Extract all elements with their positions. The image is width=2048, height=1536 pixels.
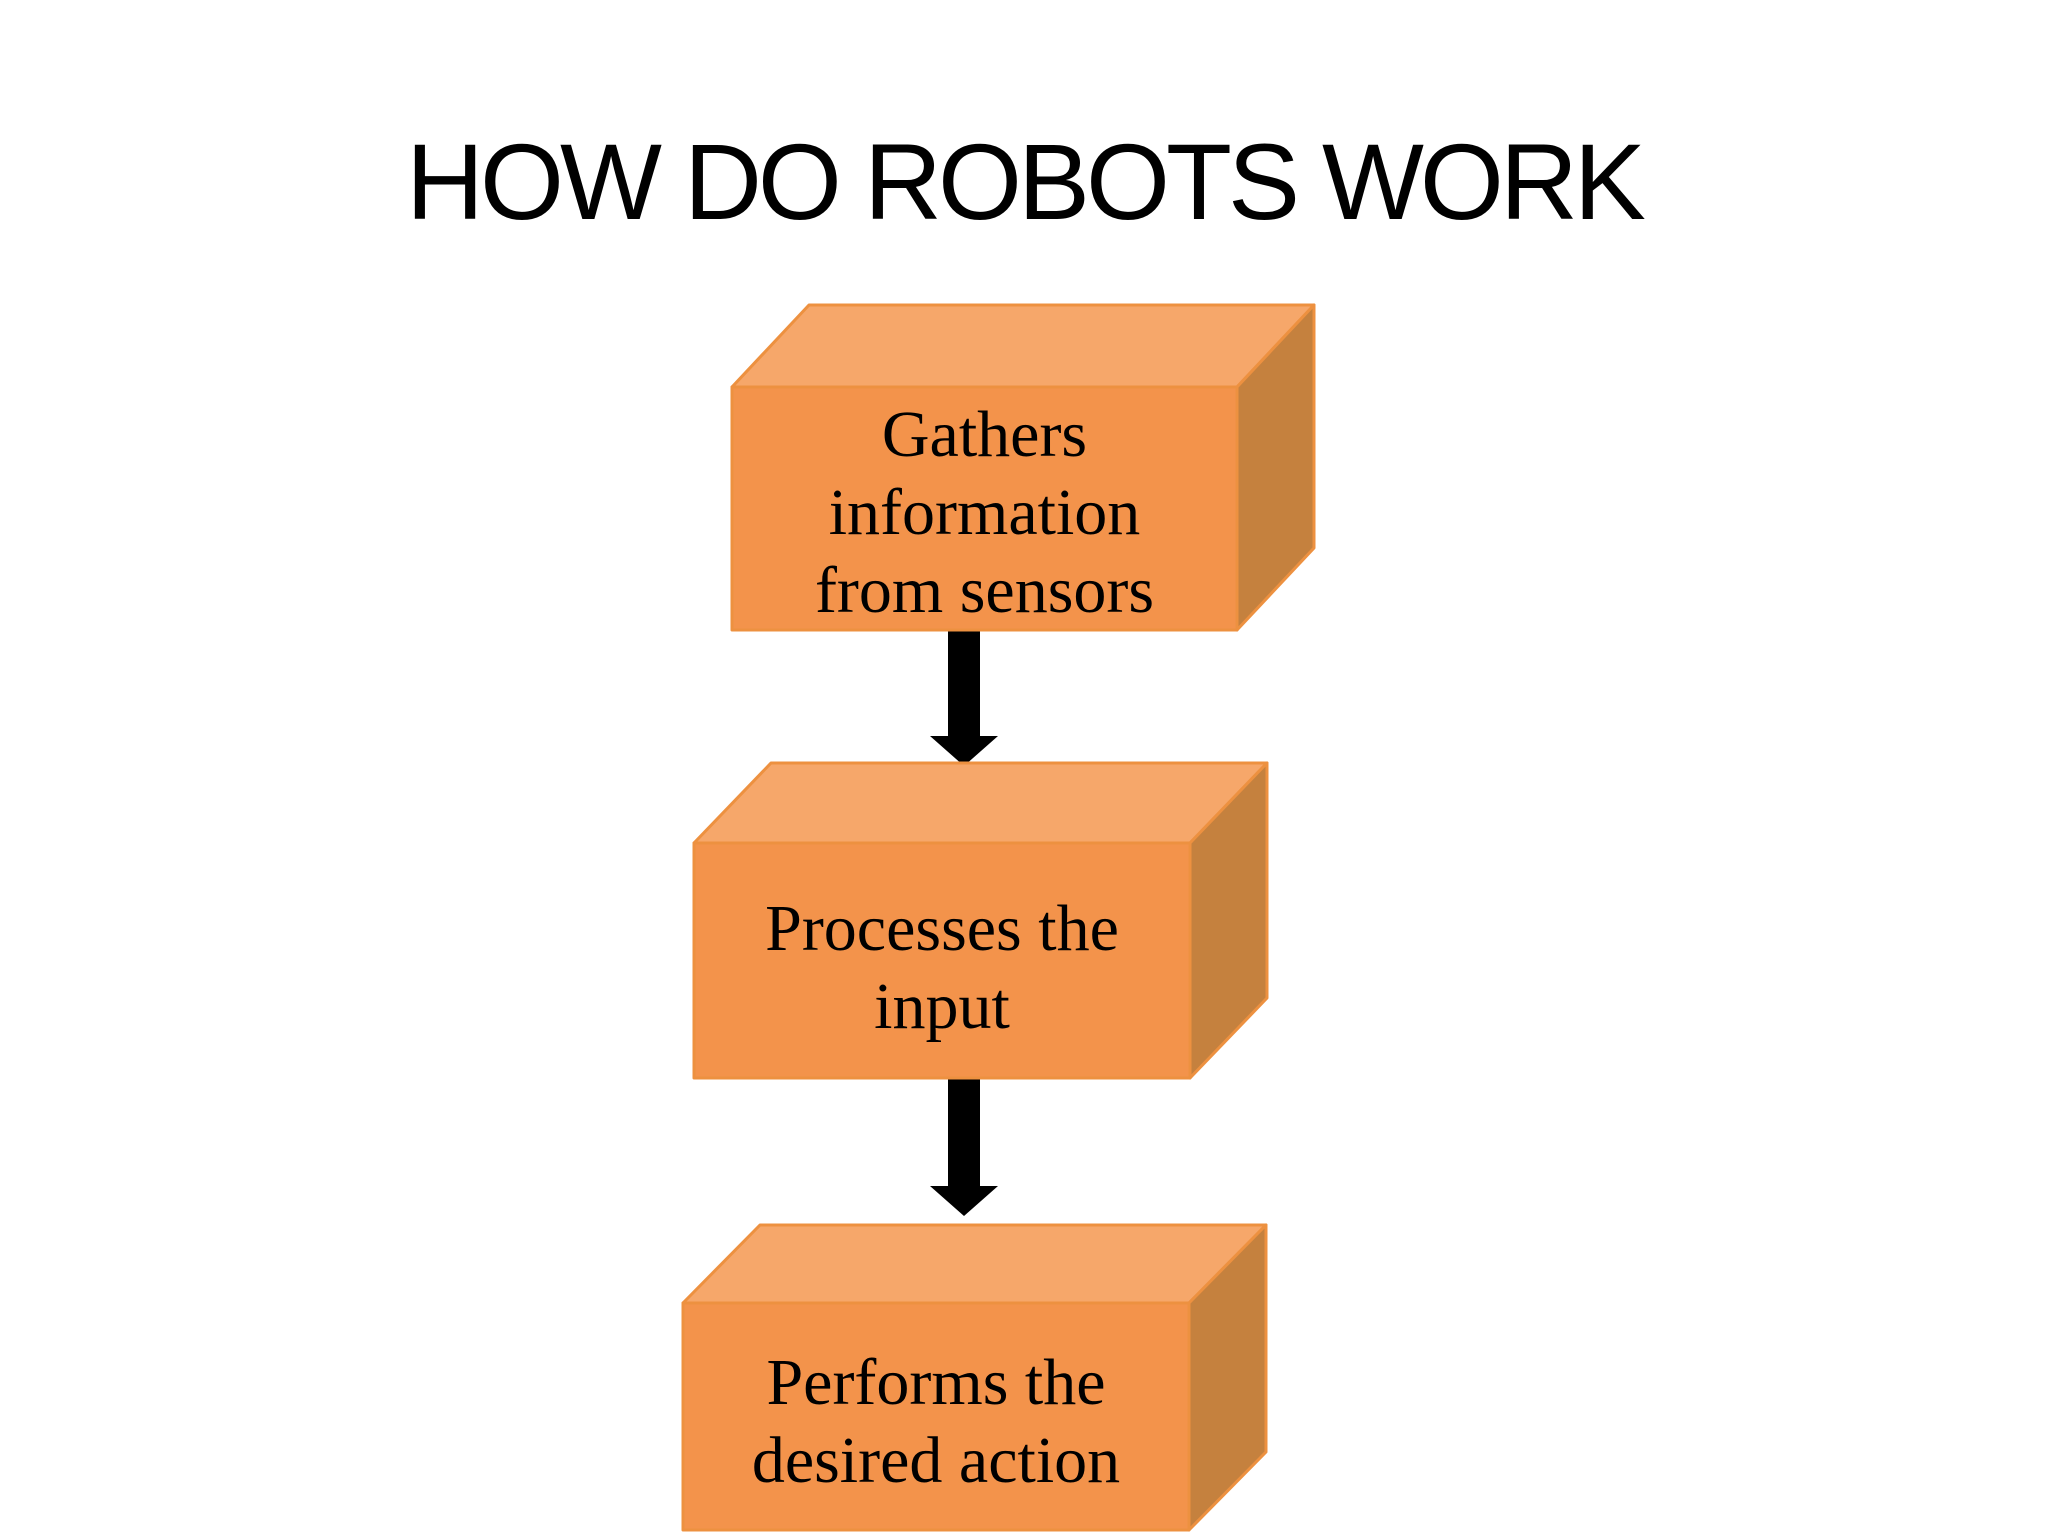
box-2-front-face [692,841,1192,1080]
box-3-line-1: Performs the [766,1345,1106,1419]
box-3-top-face [681,1223,1268,1305]
box-3-label: Performs the desired action [683,1303,1189,1530]
box-2-label: Processes the input [694,843,1190,1078]
box-3-front-face [681,1301,1191,1532]
box-1-front-face [730,385,1239,632]
box-3-line-2: desired action [751,1423,1121,1497]
box-1-line-1: Gathers [881,397,1088,471]
slide-title: HOW DO ROBOTS WORK [406,121,1646,242]
box-2-top-face [692,761,1269,845]
down-arrow-2 [930,1074,998,1216]
box-1-line-2: information [828,475,1141,549]
flow-box-processes-input [692,761,1269,1080]
box-1-line-3: from sensors [814,553,1155,627]
flow-box-performs-action [681,1223,1268,1532]
box-1-top-face [730,303,1316,389]
box-2-line-2: input [874,969,1010,1043]
box-1-label: Gathers information from sensors [732,387,1237,630]
box-2-line-1: Processes the [765,891,1119,965]
flow-box-gathers-information [730,303,1316,632]
down-arrow-1 [930,622,998,766]
